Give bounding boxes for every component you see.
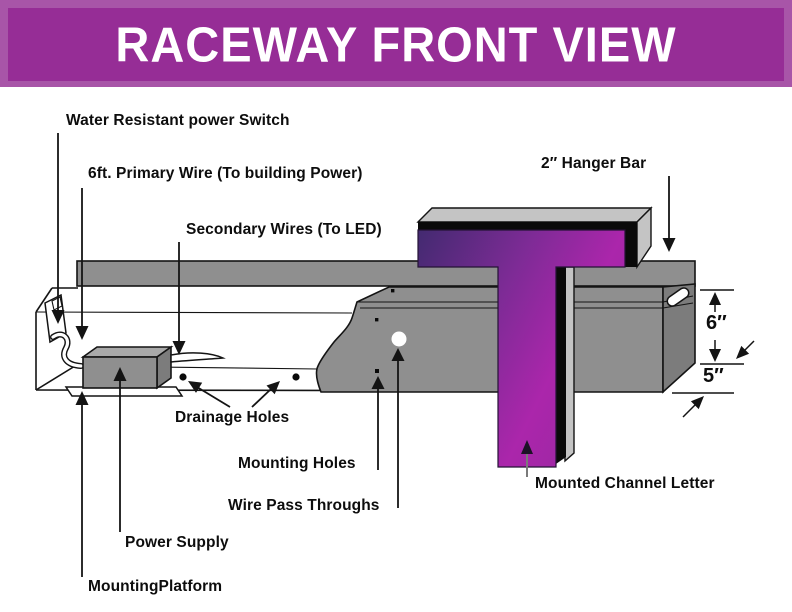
label-wire-pass-throughs: Wire Pass Throughs [228,497,380,514]
leader-drainage-right [251,388,272,408]
raceway-left-bottom-corner [35,365,76,391]
arrowhead-water-switch [51,310,65,324]
title-banner: RACEWAY FRONT VIEW [0,0,792,87]
arrowhead-wire-pass [391,348,405,361]
arrowhead-mounting-platform [75,391,89,405]
arrowhead-dim6-down [709,349,721,362]
arrowhead-hanger-bar [662,238,676,252]
wire-pass-through-hole [391,331,407,347]
label-power-supply: Power Supply [125,534,229,551]
leader-drainage-left [196,386,231,408]
arrowhead-drainage-right [266,381,280,395]
drainage-hole-dot [179,373,187,381]
raceway-left-top-corner [35,287,53,313]
leader-arrows [51,133,676,577]
arrowhead-dim5-top [736,345,750,359]
secondary-wires-shape [170,352,226,363]
channel-letter-t [416,206,653,468]
page-title: RACEWAY FRONT VIEW [115,16,677,73]
label-mounted-letter: Mounted Channel Letter [535,475,715,492]
letter-face [417,229,626,468]
arrowhead-power-supply [113,367,127,381]
dimension-callouts [672,289,755,418]
arrowhead-mounting-holes [371,376,385,389]
drainage-hole-dot [292,373,300,381]
label-water-switch: Water Resistant power Switch [66,112,290,129]
cover-ledge-line-end [662,302,694,309]
front-cover-face [315,286,664,393]
arrowhead-secondary-wires [172,341,186,355]
mounting-hole-dot [375,318,379,322]
arrowhead-mounted-letter [521,440,533,454]
title-banner-inner: RACEWAY FRONT VIEW [8,8,784,81]
primary-wire-core [51,332,83,368]
label-mounting-holes: Mounting Holes [238,455,356,472]
primary-wire [50,331,84,369]
arrowhead-dim6-up [709,292,721,305]
raceway-front-cover [315,283,696,394]
mounting-hole-dot [375,369,379,373]
arrowhead-primary-wire [75,326,89,340]
label-hanger-bar: 2″ Hanger Bar [541,155,647,172]
front-cover-end-face [662,283,696,394]
mounting-hole-dot [391,289,395,293]
power-supply-box [80,345,174,390]
dim5-diag-bottom [682,403,697,418]
label-drainage-holes: Drainage Holes [175,409,290,426]
letter-top-bevel [416,207,653,223]
dimension-raceway-depth: 5″ [703,365,724,387]
dimension-raceway-height: 6″ [706,312,727,334]
label-secondary-wires: Secondary Wires (To LED) [186,221,382,238]
raceway-inner-top-line [35,311,353,314]
hanger-slot [666,287,690,307]
label-mounting-platform: MountingPlatform [88,578,223,595]
label-primary-wire: 6ft. Primary Wire (To building Power) [88,165,363,182]
arrowhead-drainage-left [188,381,203,393]
arrowhead-dim5-bottom [690,396,704,410]
